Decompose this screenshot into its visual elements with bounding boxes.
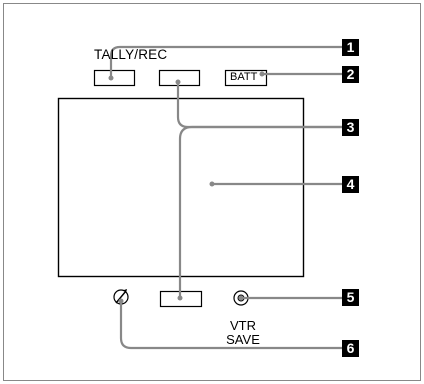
callout-1: 1 bbox=[342, 39, 359, 56]
tally-rec-label: TALLY/REC bbox=[94, 47, 167, 62]
batt-label: BATT bbox=[230, 71, 257, 83]
leader-dot-6 bbox=[119, 299, 124, 304]
tally-indicator-left bbox=[95, 71, 135, 86]
callout-2: 2 bbox=[342, 66, 359, 83]
leader-dot-1 bbox=[109, 76, 114, 81]
callout-3: 3 bbox=[342, 119, 359, 136]
callout-5: 5 bbox=[342, 289, 359, 306]
leader-dot-3a bbox=[176, 80, 181, 85]
vtr-save-label: VTR SAVE bbox=[219, 319, 267, 347]
leader-line-3b bbox=[180, 127, 342, 297]
leader-dot-5 bbox=[239, 296, 244, 301]
leader-dot-3b bbox=[178, 296, 183, 301]
leader-dot-2 bbox=[260, 72, 265, 77]
leader-dot-4 bbox=[210, 182, 215, 187]
callout-4: 4 bbox=[342, 176, 359, 193]
callout-6: 6 bbox=[342, 340, 359, 357]
leader-line-3a bbox=[178, 82, 342, 127]
